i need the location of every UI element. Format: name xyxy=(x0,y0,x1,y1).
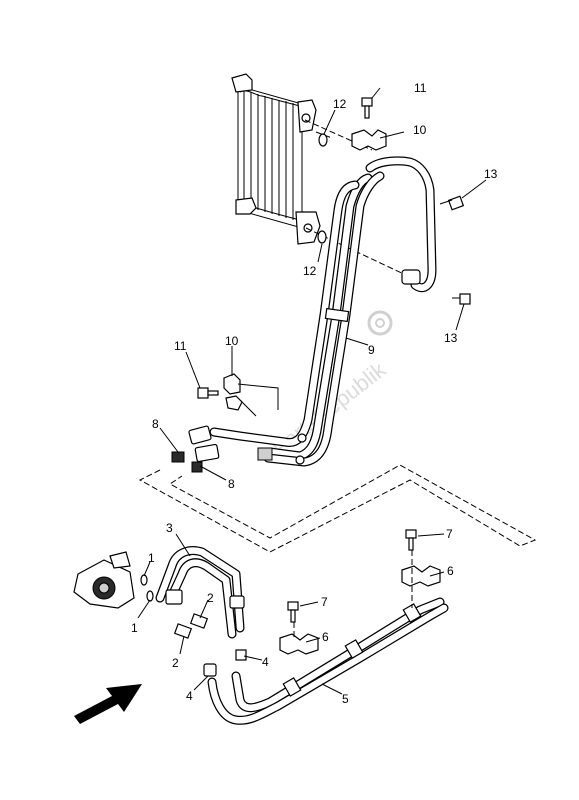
callout-6-upper: 6 xyxy=(447,564,454,578)
front-direction-arrow-icon xyxy=(74,684,142,724)
oil-cooler xyxy=(231,73,321,245)
bolt-11-lower xyxy=(197,387,219,399)
bolt-2-upper xyxy=(189,613,209,629)
leader-clamp-10 xyxy=(237,383,279,417)
bolt-13-lower xyxy=(452,293,471,305)
callout-12-upper: 12 xyxy=(333,97,347,111)
bolt-7-lower xyxy=(287,601,299,623)
clamp-6-lower xyxy=(279,633,319,655)
section-frame xyxy=(138,464,537,553)
callout-1-lower: 1 xyxy=(131,621,138,635)
watermark-gear-icon xyxy=(367,310,393,336)
clamp-6-upper xyxy=(401,565,441,587)
callout-10-upper: 10 xyxy=(413,123,427,137)
bolt-11-upper xyxy=(361,97,373,119)
callout-2-lower: 2 xyxy=(172,656,179,670)
leader-lines xyxy=(137,87,487,695)
clamp-10-upper xyxy=(351,129,387,151)
pipe-fittings-8 xyxy=(171,425,307,473)
callout-3: 3 xyxy=(166,521,173,535)
callout-11-upper: 11 xyxy=(414,81,427,95)
callout-11-lower: 11 xyxy=(174,339,187,353)
o-ring-lower xyxy=(317,230,327,244)
bolt-7-upper xyxy=(405,529,417,551)
callout-8-lower: 8 xyxy=(228,477,235,491)
bolt-2-lower xyxy=(173,623,193,639)
bolt-13-upper xyxy=(439,195,465,211)
callout-6-lower: 6 xyxy=(322,630,329,644)
callout-7-lower: 7 xyxy=(321,595,328,609)
callout-10-lower: 10 xyxy=(225,334,239,348)
callout-numbers: 11 12 10 13 12 13 9 10 11 8 8 3 1 1 2 2 … xyxy=(131,81,498,706)
oil-pipe-3 xyxy=(155,546,245,639)
engine-housing xyxy=(73,551,135,609)
o-ring-1-upper xyxy=(140,574,148,586)
oil-pipe-9 xyxy=(209,156,437,467)
callout-7-upper: 7 xyxy=(446,527,453,541)
o-ring-1-lower xyxy=(146,590,154,602)
callout-13-lower: 13 xyxy=(444,331,458,345)
oil-pipe-5 xyxy=(207,597,449,725)
hose-clamp-4 xyxy=(203,649,247,677)
callout-4-left: 4 xyxy=(186,689,193,703)
callout-8-upper: 8 xyxy=(152,417,159,431)
callout-9: 9 xyxy=(368,343,375,357)
callout-12-lower: 12 xyxy=(303,264,317,278)
callout-4-right: 4 xyxy=(262,655,269,669)
clamp-10-lower xyxy=(223,373,243,411)
bolt-7-axis xyxy=(293,550,413,640)
o-ring-upper xyxy=(318,133,328,147)
callout-13-upper: 13 xyxy=(484,167,498,181)
callout-1-upper: 1 xyxy=(148,551,155,565)
callout-2-upper: 2 xyxy=(207,591,214,605)
callout-5: 5 xyxy=(342,692,349,706)
